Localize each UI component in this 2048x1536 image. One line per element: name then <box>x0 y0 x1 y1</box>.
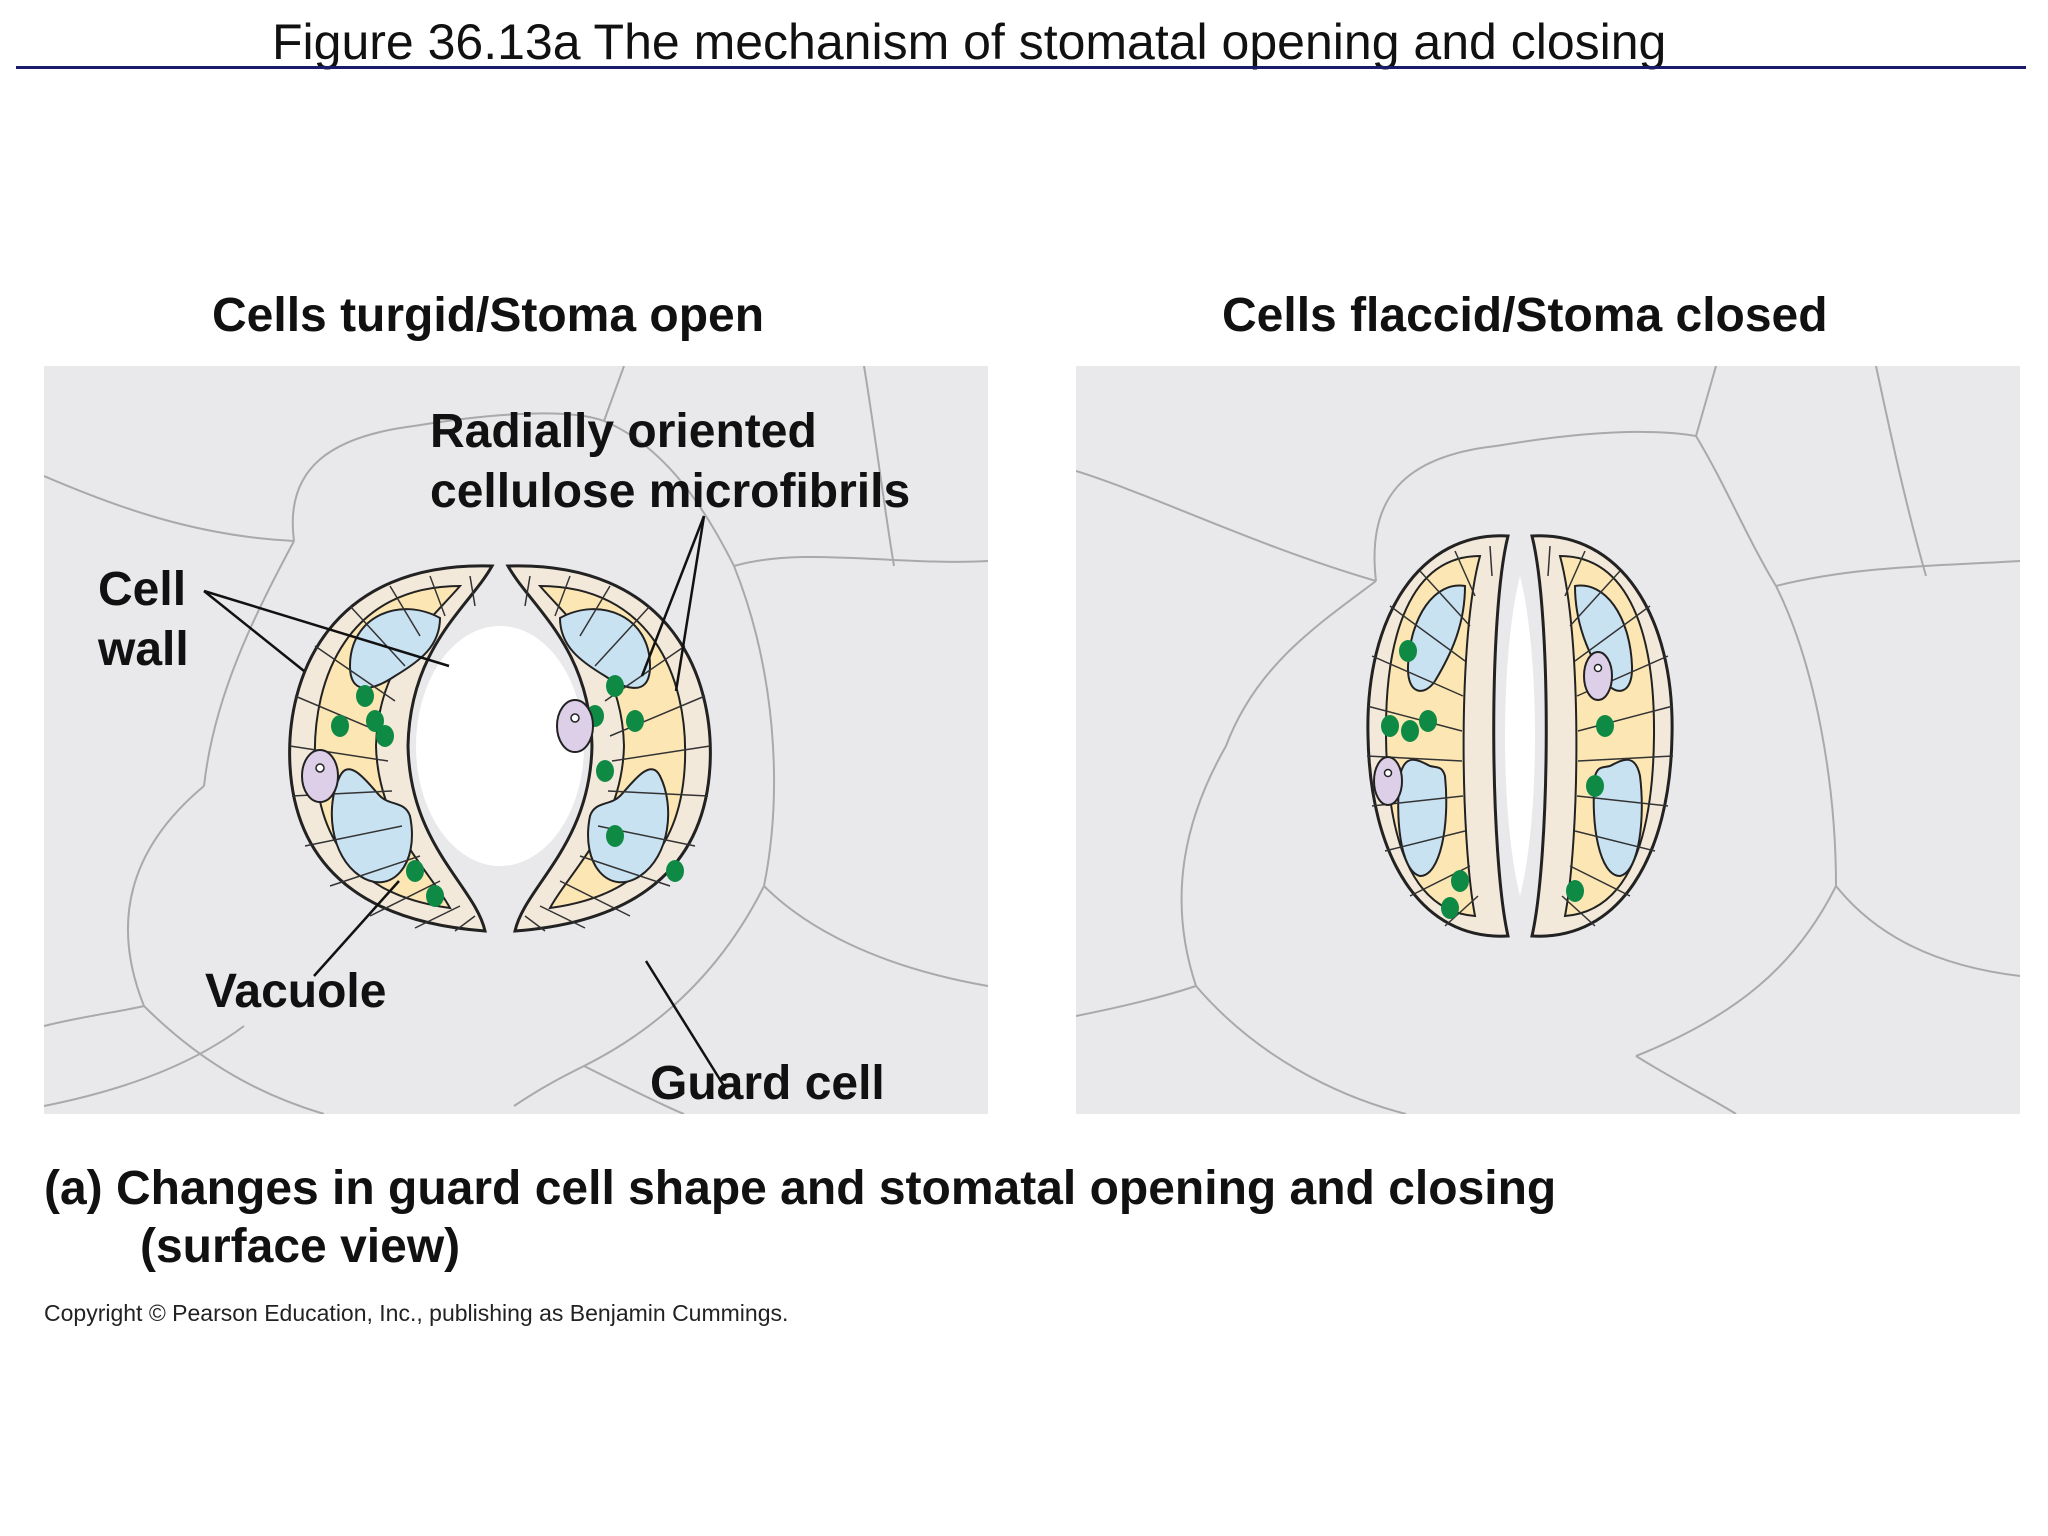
cell-wall-label-line1: Cell <box>98 563 187 616</box>
closed-panel-heading: Cells flaccid/Stoma closed <box>1222 289 1828 342</box>
right-vacuole-upper <box>558 608 652 689</box>
cell-wall-label-line2: wall <box>98 623 189 676</box>
open-stoma-complex <box>288 564 712 933</box>
right-nucleolus-flaccid <box>1593 663 1603 673</box>
cell-wall-leader-outer <box>203 590 305 672</box>
closed-stoma-panel <box>1076 366 2020 1114</box>
right-nucleolus <box>570 713 580 723</box>
left-chloroplasts-flaccid <box>1381 640 1469 919</box>
open-stoma-illustration <box>44 366 988 1114</box>
right-nucleus <box>556 699 594 753</box>
figure-caption-line1: (a) Changes in guard cell shape and stom… <box>44 1162 1557 1215</box>
left-radial-microfibrils-flaccid <box>1366 545 1493 927</box>
copyright-notice: Copyright © Pearson Education, Inc., pub… <box>44 1300 789 1326</box>
figure-caption-line2: (surface view) <box>140 1220 461 1273</box>
microfibril-leader-b <box>674 515 706 692</box>
left-nucleus-flaccid <box>1373 756 1403 806</box>
cell-wall-label: Cell wall <box>98 560 189 680</box>
guard-cell-leader <box>644 960 726 1087</box>
closed-stoma-complex <box>1366 534 1674 938</box>
microfibrils-label: Radially oriented cellulose microfibrils <box>430 402 910 522</box>
cell-wall-leader-inner <box>203 589 450 668</box>
guard-cell-label: Guard cell <box>650 1057 885 1110</box>
right-chloroplasts-flaccid <box>1566 715 1614 902</box>
open-panel-heading: Cells turgid/Stoma open <box>212 289 765 342</box>
left-radial-microfibrils <box>289 575 476 932</box>
vacuole-label: Vacuole <box>205 965 387 1018</box>
left-chloroplasts <box>331 685 444 907</box>
right-vacuole-upper-flaccid <box>1573 584 1634 692</box>
left-vacuole-lower-flaccid <box>1397 758 1448 878</box>
right-vacuole-lower-flaccid <box>1592 758 1643 878</box>
slide-title: Figure 36.13a The mechanism of stomatal … <box>272 14 1667 70</box>
left-nucleolus <box>315 763 325 773</box>
left-nucleus <box>301 749 339 803</box>
left-nucleolus-flaccid <box>1383 768 1393 778</box>
stomatal-pore <box>416 626 584 866</box>
epidermal-cell-outlines <box>44 366 988 1114</box>
figure-caption: (a) Changes in guard cell shape and stom… <box>44 1160 1556 1276</box>
microfibrils-label-line1: Radially oriented <box>430 405 817 458</box>
left-vacuole-upper-flaccid <box>1406 584 1467 692</box>
open-leader-lines <box>203 515 726 1087</box>
epidermal-cell-outlines <box>1076 366 2020 1114</box>
title-rule <box>16 66 2026 69</box>
vacuole-leader <box>313 880 400 977</box>
open-stoma-panel <box>44 366 988 1114</box>
microfibril-leader-a <box>640 515 706 677</box>
microfibrils-label-line2: cellulose microfibrils <box>430 465 911 518</box>
right-nucleus-flaccid <box>1583 651 1613 701</box>
closed-stomatal-pore <box>1505 576 1535 896</box>
closed-stoma-illustration <box>1076 366 2020 1114</box>
